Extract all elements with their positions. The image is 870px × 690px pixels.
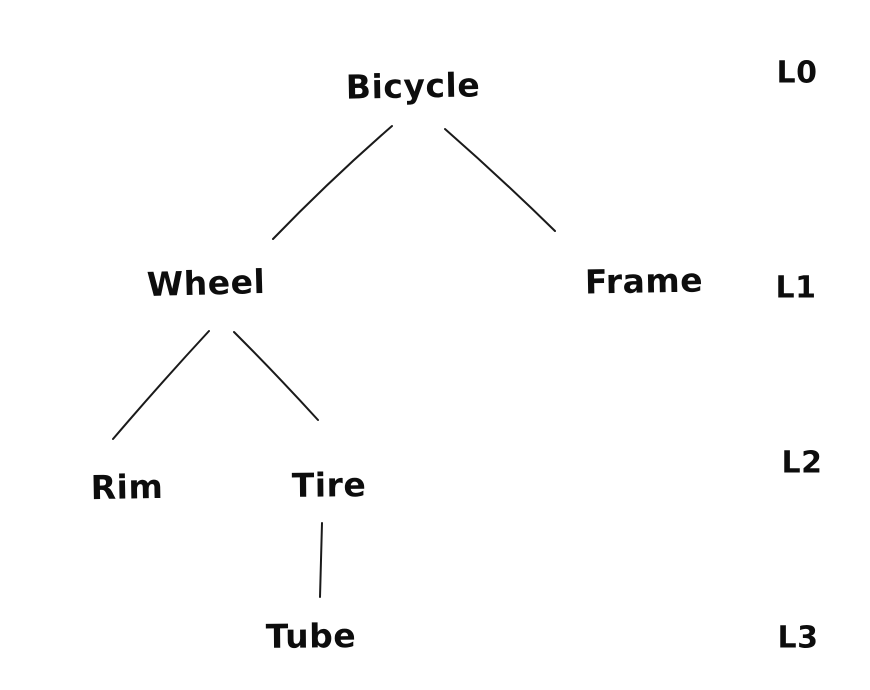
edge-wheel-tire <box>233 331 319 421</box>
level-label-l3: L3 <box>777 620 819 656</box>
node-bicycle: Bicycle <box>345 65 481 107</box>
edge-wheel-rim <box>112 330 210 440</box>
edge-bicycle-frame <box>444 128 556 232</box>
edge-tire-tube <box>319 522 323 598</box>
node-wheel: Wheel <box>146 261 266 305</box>
node-tube: Tube <box>265 616 357 656</box>
level-label-l2: L2 <box>781 445 823 481</box>
node-tire: Tire <box>291 465 367 505</box>
node-rim: Rim <box>90 466 164 508</box>
edge-bicycle-wheel <box>272 125 393 240</box>
level-label-l1: L1 <box>775 270 817 306</box>
level-label-l0: L0 <box>776 55 818 91</box>
node-frame: Frame <box>584 260 704 302</box>
